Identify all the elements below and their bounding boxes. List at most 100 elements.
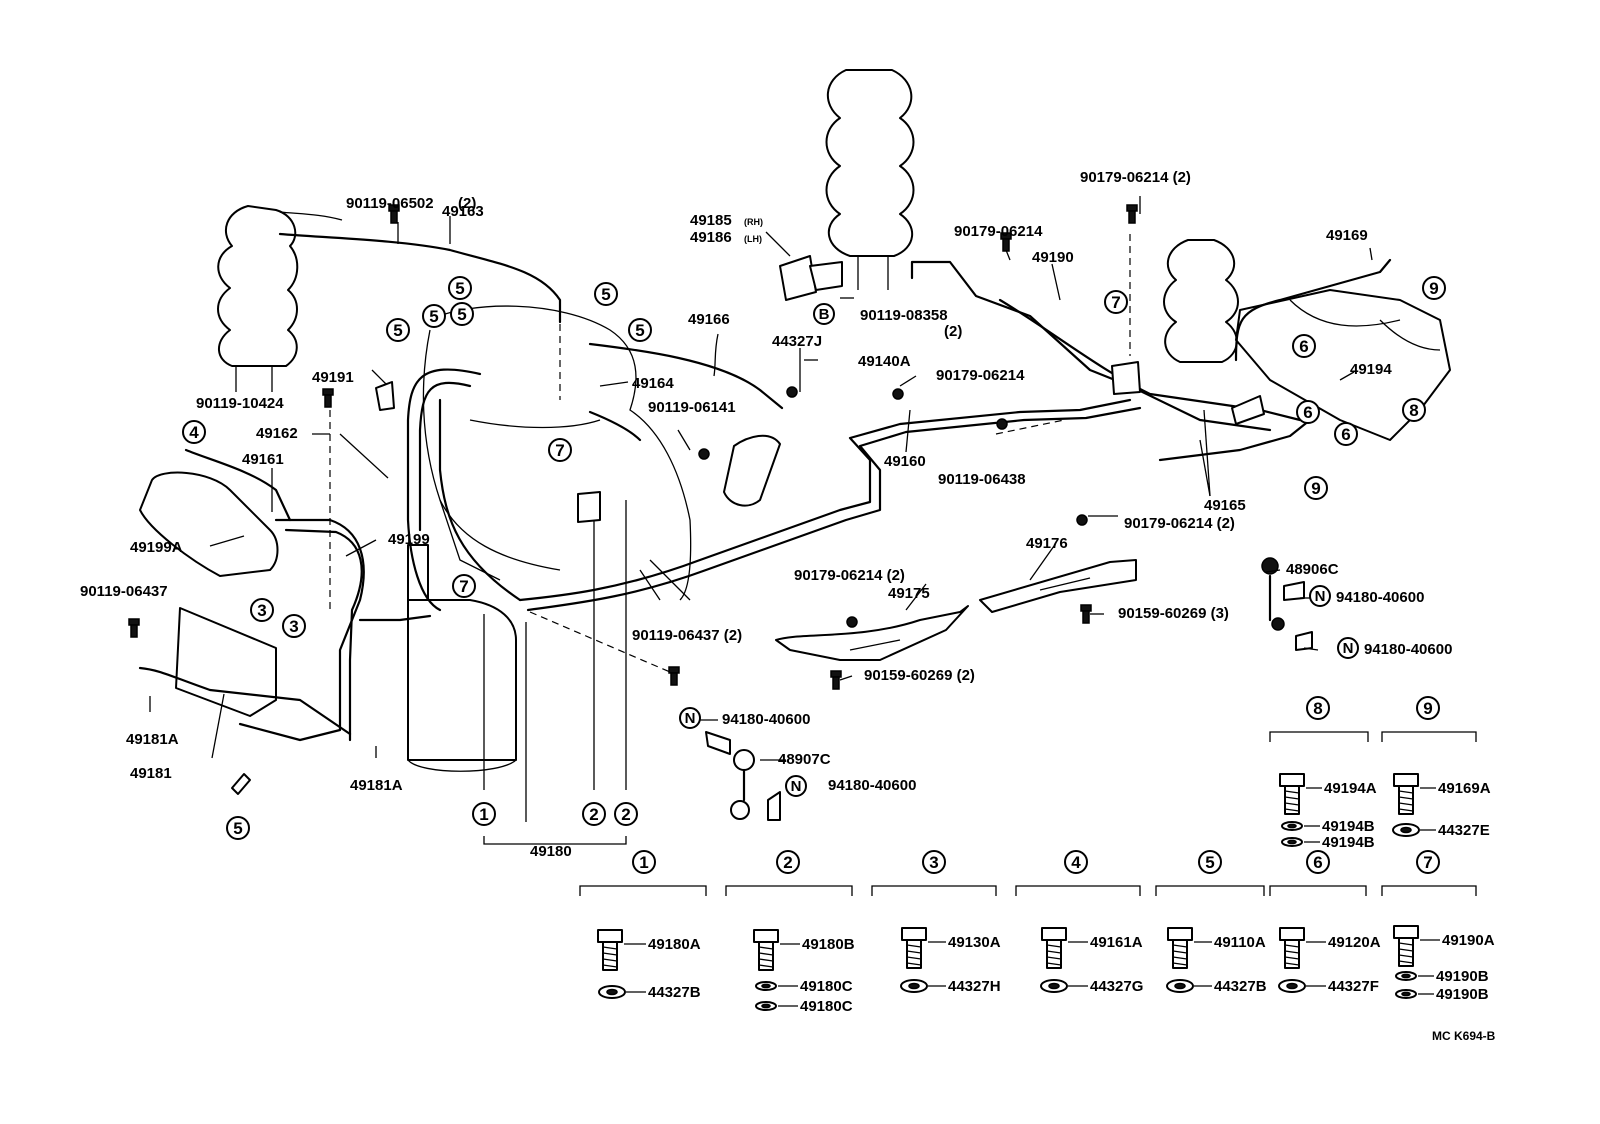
legend-3-part-a: 49130A (948, 934, 1001, 951)
label-49169: 49169 (1326, 227, 1368, 244)
legend-7-part-b: 49190B (1436, 968, 1489, 985)
callout-6: 6 (1303, 403, 1312, 422)
legend-group-8-id: 8 (1313, 699, 1322, 718)
legend-8-part-c: 49194B (1322, 834, 1375, 851)
callout-9: 9 (1311, 479, 1320, 498)
label-90159-60269b: 90159-60269 (2) (864, 667, 975, 684)
center-spring (825, 69, 915, 290)
label-49181a-left: 49181A (126, 731, 179, 748)
legend-4-part-b: 44327G (1090, 978, 1143, 995)
label-90119-06502: 90119-06502 (346, 195, 434, 212)
legend-group-1-id: 1 (639, 853, 648, 872)
legend-1-part-b: 44327B (648, 984, 701, 1001)
callout-5: 5 (393, 321, 402, 340)
legend-2-part-b: 49180C (800, 978, 853, 995)
label-90119-06141: 90119-06141 (648, 399, 736, 416)
label-49185-rh: (RH) (744, 217, 763, 227)
label-90179-06214d: 90179-06214 (2) (1124, 515, 1235, 532)
bracket-49176 (979, 559, 1137, 613)
callout-6: 6 (1299, 337, 1308, 356)
label-49191: 49191 (312, 369, 354, 386)
label-49166: 49166 (688, 311, 730, 328)
callout-3: 3 (289, 617, 298, 636)
legend-leaders (624, 787, 1440, 1007)
label-44327j: 44327J (772, 333, 822, 350)
label-49186: 49186 (690, 229, 732, 246)
label-49164: 49164 (632, 375, 674, 392)
legend-brackets (579, 731, 1477, 896)
legend-hardware (597, 773, 1420, 1011)
label-49185: 49185 (690, 212, 732, 229)
callout-5: 5 (455, 279, 464, 298)
brake-pipes (138, 232, 1392, 742)
label-90119-06438: 90119-06438 (938, 471, 1026, 488)
legend-1-part-a: 49180A (648, 936, 701, 953)
callout-letter-n: N (1315, 588, 1326, 605)
legend-2-part-c: 49180C (800, 998, 853, 1015)
legend-7-part-a: 49190A (1442, 932, 1495, 949)
hardware-marks (128, 204, 1265, 795)
legend-group-4-id: 4 (1071, 853, 1081, 872)
part-labels: 90119-06502 (2) 49163 90119-10424 49191 … (80, 169, 1496, 1043)
right-spring (1163, 239, 1239, 363)
label-qty-2a: (2) (458, 195, 476, 212)
legend-5-part-b: 44327B (1214, 978, 1267, 995)
legend-7-part-c: 49190B (1436, 986, 1489, 1003)
label-49190: 49190 (1032, 249, 1074, 266)
label-48906c: 48906C (1286, 561, 1339, 578)
callout-7: 7 (459, 577, 468, 596)
legend-group-9-id: 9 (1423, 699, 1432, 718)
label-90119-10424: 90119-10424 (196, 395, 284, 412)
legend-5-part-a: 49110A (1214, 934, 1266, 951)
label-49181: 49181 (130, 765, 172, 782)
label-94180-40600d: 94180-40600 (828, 777, 916, 794)
label-49140a: 49140A (858, 353, 911, 370)
label-49175: 49175 (888, 585, 930, 602)
legend-3-part-b: 44327H (948, 978, 1001, 995)
legend-2-part-a: 49180B (802, 936, 855, 953)
label-49176: 49176 (1026, 535, 1068, 552)
callout-5: 5 (601, 285, 610, 304)
label-90119-08358: 90119-08358 (860, 307, 948, 324)
label-49180: 49180 (530, 843, 572, 860)
label-qty-2b: (2) (944, 323, 962, 340)
label-48907c: 48907C (778, 751, 831, 768)
callout-letter-n: N (685, 710, 696, 727)
label-49165: 49165 (1204, 497, 1246, 514)
callout-3: 3 (257, 601, 266, 620)
dashed-lines (329, 234, 1131, 673)
legend-8-part-b: 49194B (1322, 818, 1375, 835)
callout-1: 1 (479, 805, 488, 824)
bracket-49175 (775, 605, 969, 661)
label-49163: 49163 (442, 203, 484, 220)
callout-7: 7 (1111, 293, 1120, 312)
callout-2: 2 (621, 805, 630, 824)
legend-group-3-id: 3 (929, 853, 938, 872)
legend: 1 49180A 44327B 2 49180B 49180C 49180C 3… (632, 696, 1495, 1015)
legend-group-7-id: 7 (1423, 853, 1432, 872)
label-90179-06214b: 90179-06214 (954, 223, 1043, 240)
legend-4-part-a: 49161A (1090, 934, 1143, 951)
callout-letter-n: N (791, 778, 802, 795)
sensor-link-48906c (1261, 557, 1313, 651)
callout-8: 8 (1409, 401, 1418, 420)
label-94180-40600a: 94180-40600 (1336, 589, 1424, 606)
engine-block (422, 305, 692, 601)
label-49194: 49194 (1350, 361, 1392, 378)
callout-4: 4 (189, 423, 199, 442)
label-94180-40600c: 94180-40600 (722, 711, 810, 728)
label-90179-06214c: 90179-06214 (2) (1080, 169, 1191, 186)
label-49162: 49162 (256, 425, 298, 442)
label-49161: 49161 (242, 451, 284, 468)
callout-6: 6 (1341, 425, 1350, 444)
label-90179-06214a: 90179-06214 (936, 367, 1025, 384)
callout-5: 5 (429, 307, 438, 326)
label-90119-06437a: 90119-06437 (80, 583, 168, 600)
label-49160: 49160 (884, 453, 926, 470)
legend-group-6-id: 6 (1313, 853, 1322, 872)
label-90159-60269a: 90159-60269 (3) (1118, 605, 1229, 622)
diagram-code: MC K694-B (1432, 1029, 1496, 1043)
legend-9-part-b: 44327E (1438, 822, 1490, 839)
legend-6-part-b: 44327F (1328, 978, 1379, 995)
